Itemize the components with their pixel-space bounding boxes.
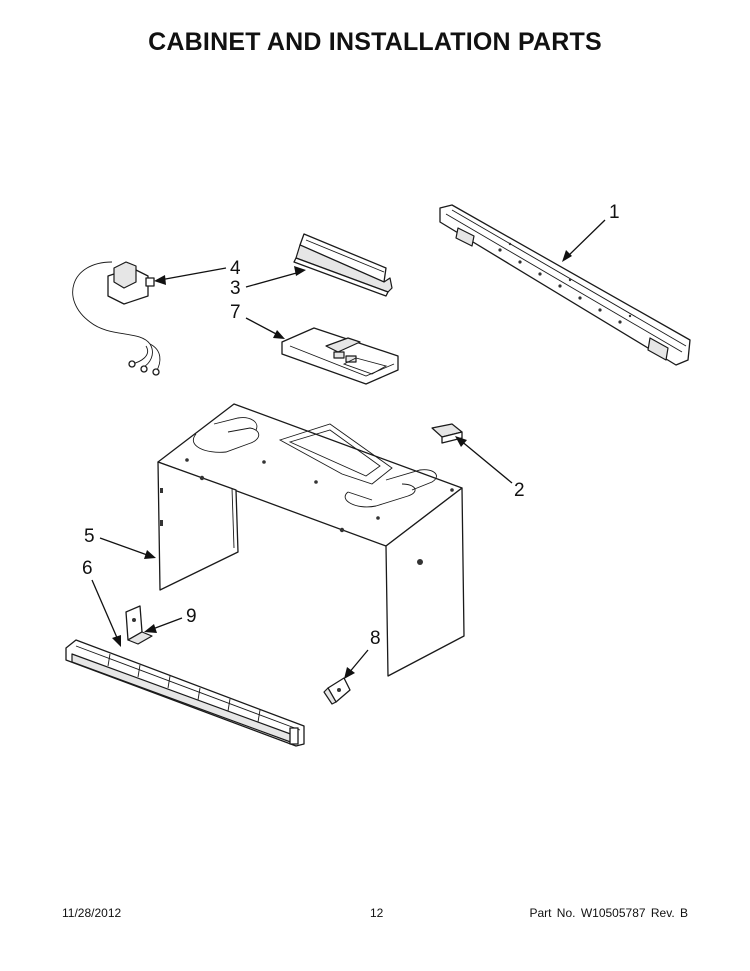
page-title: CABINET AND INSTALLATION PARTS — [148, 28, 602, 56]
callout-6: 6 — [82, 558, 93, 579]
part-5-cabinet — [157, 403, 465, 677]
callout-5: 5 — [84, 526, 95, 547]
part-9-bracket — [125, 605, 153, 645]
part-8-bracket — [323, 677, 351, 705]
callout-7: 7 — [230, 302, 241, 323]
callout-9: 9 — [186, 606, 197, 627]
part-4-thermal-fuse — [72, 261, 161, 376]
callout-4: 4 — [230, 258, 241, 279]
footer-page-number: 12 — [370, 906, 384, 920]
callout-2: 2 — [514, 480, 525, 501]
part-7-bracket — [281, 327, 399, 385]
part-3-vent-bracket — [293, 233, 393, 297]
footer-part-number: Part No. W10505787 Rev. B — [529, 906, 688, 920]
callout-leaders — [91, 219, 606, 679]
callout-8: 8 — [370, 628, 381, 649]
part-6-vent-grille — [65, 639, 305, 747]
callout-1: 1 — [609, 202, 620, 223]
callout-3: 3 — [230, 278, 241, 299]
part-1-mounting-plate — [439, 204, 691, 366]
part-2-clip — [431, 423, 463, 444]
footer-date: 11/28/2012 — [62, 906, 122, 920]
